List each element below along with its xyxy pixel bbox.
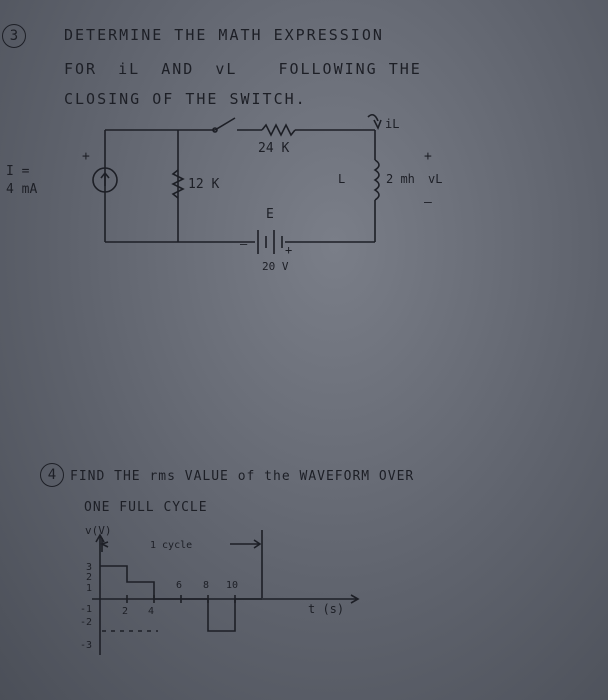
problem-3-number: 3 xyxy=(2,24,26,48)
y-tick-2: 2 xyxy=(86,572,92,583)
resistor-24k xyxy=(261,123,296,137)
y-tick-1: 1 xyxy=(86,583,92,594)
problem-3-il: iL xyxy=(118,60,141,78)
y-axis-label: v(V) xyxy=(85,524,112,537)
cycle-label: 1 cycle xyxy=(150,540,192,551)
x-tick-10: 10 xyxy=(226,580,238,591)
source-label-bottom: 4 mA xyxy=(6,182,37,197)
inductor-prefix: L xyxy=(338,172,345,186)
inductor-plus: + xyxy=(424,149,432,164)
inductor-voltage: vL xyxy=(428,172,442,186)
current-source-circle xyxy=(92,167,118,193)
battery-value: 20 V xyxy=(262,260,289,273)
y-tick-neg3: -3 xyxy=(80,640,92,651)
problem-3-line-1: DETERMINE THE MATH EXPRESSION xyxy=(64,26,384,44)
x-axis-label: t (s) xyxy=(308,602,344,616)
il-label: iL xyxy=(385,117,399,131)
inductor-minus: – xyxy=(424,195,432,210)
problem-3-line-3: CLOSING OF THE SWITCH. xyxy=(64,90,307,108)
battery-plus: + xyxy=(285,243,292,257)
il-arrow-head xyxy=(373,119,382,130)
r2-label: 24 K xyxy=(258,141,289,156)
switch-blade xyxy=(214,117,236,131)
y-tick-neg2: -2 xyxy=(80,617,92,628)
cycle-arrow-right xyxy=(253,539,262,549)
problem-3-and: AND xyxy=(161,60,195,78)
resistor-12k xyxy=(171,169,185,199)
x-tick-8: 8 xyxy=(203,580,209,591)
switch-pivot xyxy=(212,127,218,133)
x-tick-6: 6 xyxy=(176,580,182,591)
problem-4-line-1: FIND THE rms VALUE of the WAVEFORM OVER xyxy=(70,469,415,484)
inductor-coil xyxy=(373,159,380,201)
current-source-arrow-head xyxy=(100,171,110,179)
x-tick-4: 4 xyxy=(148,606,154,617)
circuit-diagram: I = 4 mA + 12 K 24 K iL + L 2 mh vL – E … xyxy=(6,113,442,273)
il-arrow-curve xyxy=(367,113,379,122)
battery-name: E xyxy=(266,207,274,222)
problem-4-number: 4 xyxy=(40,463,64,487)
source-plus: + xyxy=(82,149,90,164)
source-label-top: I = xyxy=(6,164,30,179)
x-tick-2: 2 xyxy=(122,606,128,617)
battery-minus: – xyxy=(240,237,248,251)
problem-4-line-2: ONE FULL CYCLE xyxy=(84,500,208,515)
problem-3-following: FOLLOWING THE xyxy=(278,60,422,78)
y-tick-neg1: -1 xyxy=(80,604,92,615)
problem-3-for: FOR xyxy=(64,60,98,78)
y-axis-arrow xyxy=(95,533,105,543)
y-tick-3: 3 xyxy=(86,562,92,573)
cycle-arrow-left xyxy=(99,541,109,548)
problem-3-line-2: FOR iL AND vL FOLLOWING THE xyxy=(64,60,422,78)
x-axis-arrow xyxy=(350,594,360,604)
inductor-value: 2 mh xyxy=(386,172,415,186)
r1-label: 12 K xyxy=(188,177,219,192)
problem-3-vl: vL xyxy=(215,60,238,78)
waveform-trace xyxy=(100,565,262,632)
